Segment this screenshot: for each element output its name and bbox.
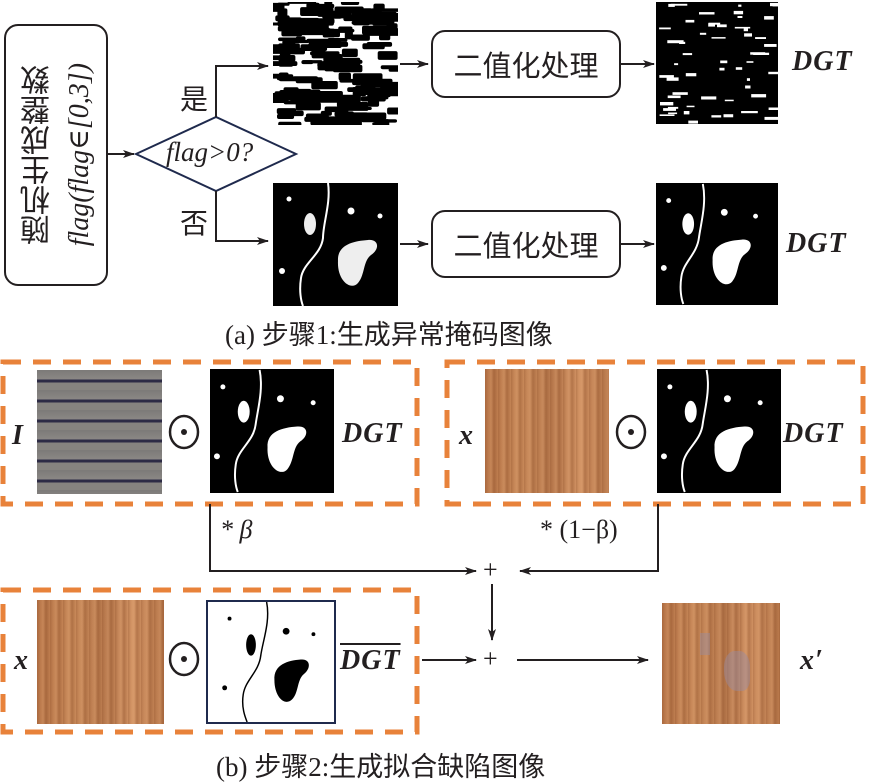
arrow-beta-path: [209, 504, 477, 575]
caption-step2: (b) 步骤2:生成拟合缺陷图像: [216, 752, 546, 782]
inverted-dgt-mask-image: [206, 600, 336, 724]
arrow-one-minus-beta-path: [519, 504, 659, 575]
odot-icon: [168, 414, 200, 450]
hadamard-operator-2: [614, 413, 648, 451]
wood-texture-image-2: [37, 600, 164, 724]
hadamard-operator-1: [167, 413, 201, 451]
dgt-mask-bottom-drawing: [660, 183, 758, 305]
hadamard-operator-3: [167, 640, 201, 678]
branch-yes-label: 是: [180, 85, 209, 116]
arrow-yes-branch: [215, 62, 269, 117]
plus-operator-top: +: [483, 555, 498, 584]
dgt-mask-bottom-image: [656, 183, 778, 305]
odot-icon: [615, 414, 647, 450]
box3-left-label: x: [14, 645, 29, 676]
start-box: 随机生成整数 flag(flag∈[0,3]): [4, 24, 108, 286]
branch-no-label: 否: [180, 209, 209, 240]
dgt-label-bottom: DGT: [786, 228, 847, 259]
dgt-mask-box2-drawing: [660, 369, 763, 493]
binarize-process-top: 二值化处理: [431, 30, 621, 98]
caption-step1: (a) 步骤1:生成异常掩码图像: [225, 320, 553, 350]
dgt-mask-box1-drawing: [213, 369, 316, 493]
start-box-line2: flag(flag∈[0,3]): [63, 63, 95, 247]
odot-icon: [168, 641, 200, 677]
decision-diamond: [133, 115, 299, 193]
box1-right-label: DGT: [342, 418, 403, 449]
box3-right-label-overlined: DGT: [340, 645, 401, 676]
dgt-label-top: DGT: [792, 46, 853, 77]
wood-texture-image-1: [485, 369, 609, 493]
shape-mask-image: [273, 183, 398, 306]
shape-mask-drawing: [279, 183, 383, 306]
dgt-mask-top-image: [656, 2, 778, 124]
noise-texture-pattern: [273, 2, 398, 125]
binarize-process-top-label: 二值化处理: [453, 51, 599, 83]
defect-patch-1: [700, 633, 710, 655]
binarize-process-bottom: 二值化处理: [431, 210, 621, 278]
weight-beta-label: * β: [220, 515, 253, 544]
defect-patch-2: [724, 651, 750, 691]
inverted-dgt-mask-drawing: [222, 602, 316, 722]
decision-text: flag>0?: [166, 137, 254, 167]
box2-right-label: DGT: [783, 418, 844, 449]
box1-left-label: I: [12, 420, 24, 451]
result-label: x′: [800, 645, 824, 676]
fused-defect-image: [662, 603, 780, 724]
noise-texture-image: [273, 2, 398, 125]
dgt-streak-pattern: [659, 2, 778, 124]
arrow-no-branch: [215, 191, 269, 245]
start-box-line1: 随机生成整数: [21, 65, 55, 245]
dashed-box-3: [0, 587, 420, 735]
dashed-box-2: [444, 359, 866, 507]
dgt-mask-box2-image: [657, 369, 781, 493]
plus-operator-bottom: +: [483, 644, 498, 673]
dgt-mask-box1-image: [210, 369, 334, 493]
box2-left-label: x: [459, 420, 474, 451]
cloth-texture-image: [37, 370, 162, 494]
weight-one-minus-beta-label: * (1−β): [540, 515, 618, 544]
binarize-process-bottom-label: 二值化处理: [453, 231, 599, 263]
